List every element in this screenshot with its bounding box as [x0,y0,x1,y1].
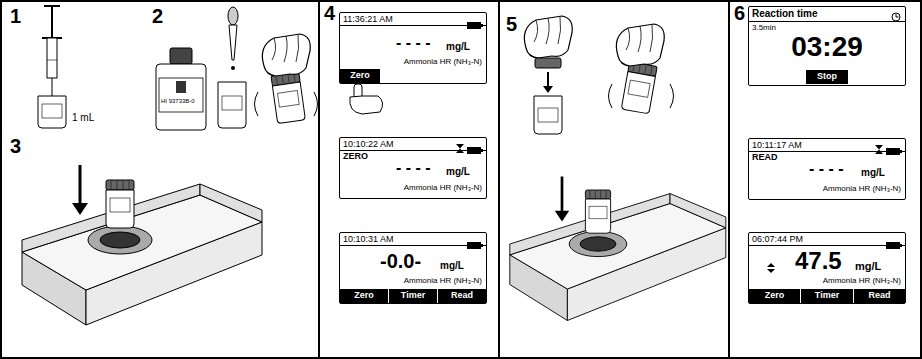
battery-icon [886,141,902,159]
step-panel: 5 [498,0,730,359]
screen-text: 10:10:22 AM [343,140,394,149]
step-number: 4 [324,3,335,23]
step-panel: 6 Reaction time 3.5min03:29Stop 10:11:17 AM… [728,0,922,359]
step-number: 5 [506,14,517,34]
header-rule [749,151,905,152]
key-label: Timer [801,291,853,300]
screen-text: Ammonia HR (NH₃-N) [404,184,482,192]
display-screen: 10:11:17 AM READ - - - - mg/L Ammonia HR (NH… [748,138,906,200]
soft-key: Read [854,289,905,303]
scroll-arrows-icon [767,259,775,277]
screen-text: 47.5 [795,249,842,273]
screen-text: 10:10:31 AM [343,235,394,244]
header-rule [340,25,486,26]
screen-text: mg/L [440,261,464,271]
screen-text: mg/L [446,42,470,52]
screen-text: Ammonia HR (NH₃-N) [823,185,901,193]
soft-key: Zero [340,289,388,303]
step-number: 1 [10,6,21,26]
screen-text: -0.0- [380,251,421,271]
screen-text: 10:11:17 AM [752,141,802,150]
soft-key: Stop [806,70,848,84]
screen-text: mg/L [446,167,470,177]
key-label: Timer [389,291,437,300]
display-screen: 06:07:44 PM 47.5 mg/L Ammonia HR (NH₃-N) Zer… [748,232,906,304]
battery-icon [467,15,483,33]
screen-text: - - - - [809,161,844,177]
screen-text: 03:29 [749,33,905,61]
soft-key: Zero [749,289,800,303]
soft-key: Zero [340,69,380,83]
hourglass-icon [875,140,883,158]
screen-text: Reaction time [752,9,818,19]
hourglass-icon [456,139,464,157]
screen-text: 06:07:44 PM [752,235,803,244]
header-rule [749,245,905,246]
key-label: Read [438,291,486,300]
display-screen: 10:10:22 AM ZERO - - - - mg/L Ammonia HR (NH… [339,137,487,199]
header-rule [340,150,486,151]
screen-text: Ammonia HR (NH₃-N) [404,277,482,285]
screen-text: Ammonia HR (NH₃-N) [404,58,482,66]
battery-icon [886,235,902,253]
soft-key: Timer [801,289,853,303]
step-number: 2 [152,6,163,26]
header-rule [749,21,905,22]
key-label: Read [854,291,905,300]
screen-text: mg/L [855,261,881,272]
soft-key: Read [438,289,486,303]
screen-text: mg/L [861,168,885,178]
screen-text: ZERO [343,152,368,161]
header-rule [340,245,486,246]
screen-text: - - - - [396,35,431,51]
step-number: 3 [10,136,21,156]
battery-icon [467,140,483,158]
display-screen: 10:10:31 AM -0.0- mg/L Ammonia HR (NH₃-N) Ze… [339,232,487,304]
volume-label: 1 mL [72,113,94,123]
step-number: 6 [734,3,745,23]
step-panel: 1 2 3 [0,0,320,359]
key-label: Zero [749,291,800,300]
screen-text: Ammonia HR (NH₃-N) [823,277,901,285]
screen-text: 3.5min [752,24,776,32]
screen-text: 11:36:21 AM [343,15,393,24]
key-label: Stop [806,72,848,81]
step-panel: 4 11:36:21 AM - - - - mg/L Ammonia HR (NH₃-N… [318,0,500,359]
reagent-label: HI 93733B-0 [161,98,195,104]
display-screen: Reaction time 3.5min03:29Stop [748,6,906,86]
screen-text: READ [752,153,778,162]
clock-icon [891,8,901,26]
display-screen: 11:36:21 AM - - - - mg/L Ammonia HR (NH₃-N)… [339,12,487,84]
soft-key: Timer [389,289,437,303]
screen-text: - - - - [396,160,431,176]
key-label: Zero [340,71,380,80]
key-label: Zero [340,291,388,300]
battery-icon [467,235,483,253]
